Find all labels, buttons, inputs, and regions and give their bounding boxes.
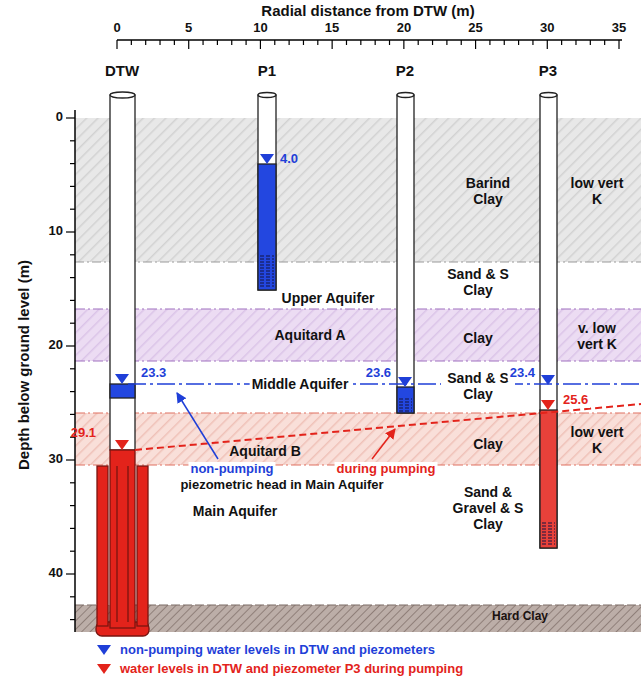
level-value: 4.0 — [280, 152, 298, 167]
stratum-band: Aquitard A Clay v. low vert K — [75, 309, 641, 361]
layer-label: Sand & S Clay — [443, 266, 513, 298]
tick-label: 25 — [468, 21, 482, 36]
level-value: 29.1 — [71, 426, 96, 441]
well-label: P2 — [396, 62, 414, 79]
layer-label: Upper Aquifer — [282, 290, 375, 306]
layer-label: Main Aquifer — [193, 503, 277, 519]
legend-marker — [96, 662, 112, 676]
tick-label: 35 — [612, 21, 626, 36]
layer-label: Clay — [463, 330, 493, 346]
legend-text: non-pumping water levels in DTW and piez… — [120, 642, 435, 657]
legend-entry: non-pumping water levels in DTW and piez… — [96, 641, 435, 657]
layer-label: Hard Clay — [492, 610, 548, 624]
tick-label: 10 — [253, 21, 267, 36]
well: P3 — [539, 62, 557, 79]
stratum-band: Aquitard B Clay low vert K — [75, 413, 641, 465]
layer-label: v. low vert K — [568, 320, 626, 352]
tick-label: 10 — [49, 224, 63, 239]
layer-label: Clay — [473, 436, 503, 452]
tick-label: 0 — [56, 110, 63, 125]
tick-label: 20 — [49, 338, 63, 353]
well-label: P3 — [539, 62, 557, 79]
tick-label: 5 — [185, 21, 192, 36]
stratum-band: Barind Clay low vert K — [75, 118, 641, 262]
stratum-band: Upper Aquifer Sand & S Clay — [75, 262, 641, 309]
axis-title: Radial distance from DTW (m) — [261, 2, 474, 19]
well: P1 — [258, 62, 276, 79]
axis-title: Depth below ground level (m) — [15, 260, 32, 470]
level-value: 23.6 — [364, 366, 393, 381]
legend-entry: water levels in DTW and piezometer P3 du… — [96, 660, 463, 676]
level-value: 23.4 — [508, 366, 537, 381]
tick-label: 40 — [49, 566, 63, 581]
tick-label: 0 — [113, 21, 120, 36]
layer-label: Sand & Gravel & S Clay — [452, 484, 524, 532]
layer-label: Aquitard B — [229, 443, 301, 459]
layer-label: Middle Aquifer — [250, 376, 351, 392]
tick-label: 30 — [49, 452, 63, 467]
well-label: P1 — [258, 62, 276, 79]
layer-label: low vert K — [570, 424, 625, 456]
layer-label: Barind Clay — [453, 175, 523, 207]
well: P2 — [396, 62, 414, 79]
well: DTW — [105, 62, 139, 79]
annotation: non-pumping — [188, 462, 275, 477]
legend-text: water levels in DTW and piezometer P3 du… — [120, 661, 463, 676]
tick-label: 20 — [397, 21, 411, 36]
layer-label: Sand & S Clay — [441, 370, 515, 402]
tick-label: 15 — [325, 21, 339, 36]
annotation: during pumping — [335, 462, 438, 477]
level-value: 23.3 — [139, 366, 168, 381]
legend-marker — [96, 643, 112, 657]
stratum-band: Hard Clay — [75, 605, 641, 632]
layer-label: Aquitard A — [274, 327, 345, 343]
layer-label: low vert K — [570, 175, 625, 207]
well-label: DTW — [105, 62, 139, 79]
tick-label: 30 — [540, 21, 554, 36]
level-value: 25.6 — [561, 393, 590, 408]
annotation: piezometric head in Main Aquifer — [178, 478, 385, 493]
